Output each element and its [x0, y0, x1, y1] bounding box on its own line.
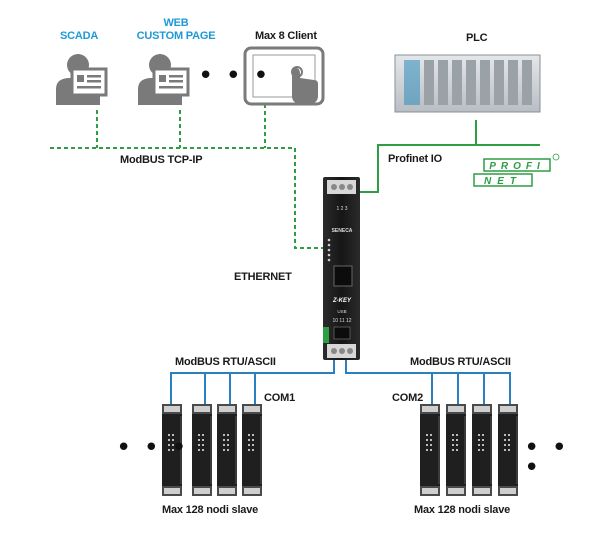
slave-module — [420, 404, 440, 496]
profinet-link — [358, 120, 477, 193]
gateway-device: 1 2 3 SENECA Z-KEY USB 10 11 12 — [323, 177, 360, 360]
plc-icon — [394, 54, 541, 113]
ethernet-label: ETHERNET — [234, 271, 292, 283]
modbus-rtu-right-label: ModBUS RTU/ASCII — [410, 356, 511, 368]
modbus-rtu-left-label: ModBUS RTU/ASCII — [175, 356, 276, 368]
slaves-right-ellipsis: • • • — [524, 433, 569, 483]
scada-label: SCADA — [60, 30, 99, 42]
slaves-left-label: Max 128 nodi slave — [162, 504, 259, 516]
slaves-right-label: Max 128 nodi slave — [414, 504, 511, 516]
profinet-io-label: Profinet IO — [388, 153, 443, 165]
device-model: Z-KEY — [332, 298, 352, 304]
ethernet-port — [333, 265, 353, 287]
web-label-line1: WEB — [163, 17, 189, 29]
registered-mark-icon — [552, 153, 560, 161]
com2-label: COM2 — [392, 392, 423, 404]
max8-client-label: Max 8 Client — [255, 30, 317, 42]
device-usb-label: USB — [337, 309, 346, 314]
usb-port — [333, 326, 351, 340]
profinet-logo: PROFI NET — [473, 153, 560, 187]
profinet-logo-top: PROFI — [489, 161, 545, 172]
clients-ellipsis: • • • — [198, 61, 271, 91]
slave-module — [217, 404, 237, 496]
slave-module — [472, 404, 492, 496]
device-terminals-top: 1 2 3 — [336, 206, 347, 212]
com1-line — [170, 360, 335, 404]
web-user-icon — [136, 52, 190, 107]
plc-label: PLC — [466, 32, 488, 44]
ethernet-link — [294, 148, 325, 249]
profinet-logo-bottom: NET — [484, 176, 522, 187]
ethernet-bus — [50, 104, 325, 249]
slaves-left-ellipsis: • • • — [116, 433, 189, 463]
slave-module — [242, 404, 262, 496]
serial-bus — [170, 360, 511, 404]
slave-module — [192, 404, 212, 496]
slave-group-right — [420, 404, 518, 496]
web-label-line2: CUSTOM PAGE — [136, 30, 216, 42]
tablet-icon — [243, 46, 325, 106]
slave-module — [446, 404, 466, 496]
modbus-tcp-label: ModBUS TCP-IP — [120, 154, 203, 166]
com1-label: COM1 — [264, 392, 295, 404]
device-terminals-bottom: 10 11 12 — [332, 318, 351, 324]
slave-module — [498, 404, 518, 496]
com2-line — [345, 360, 511, 404]
scada-user-icon — [54, 52, 108, 107]
device-brand: SENECA — [332, 228, 353, 234]
